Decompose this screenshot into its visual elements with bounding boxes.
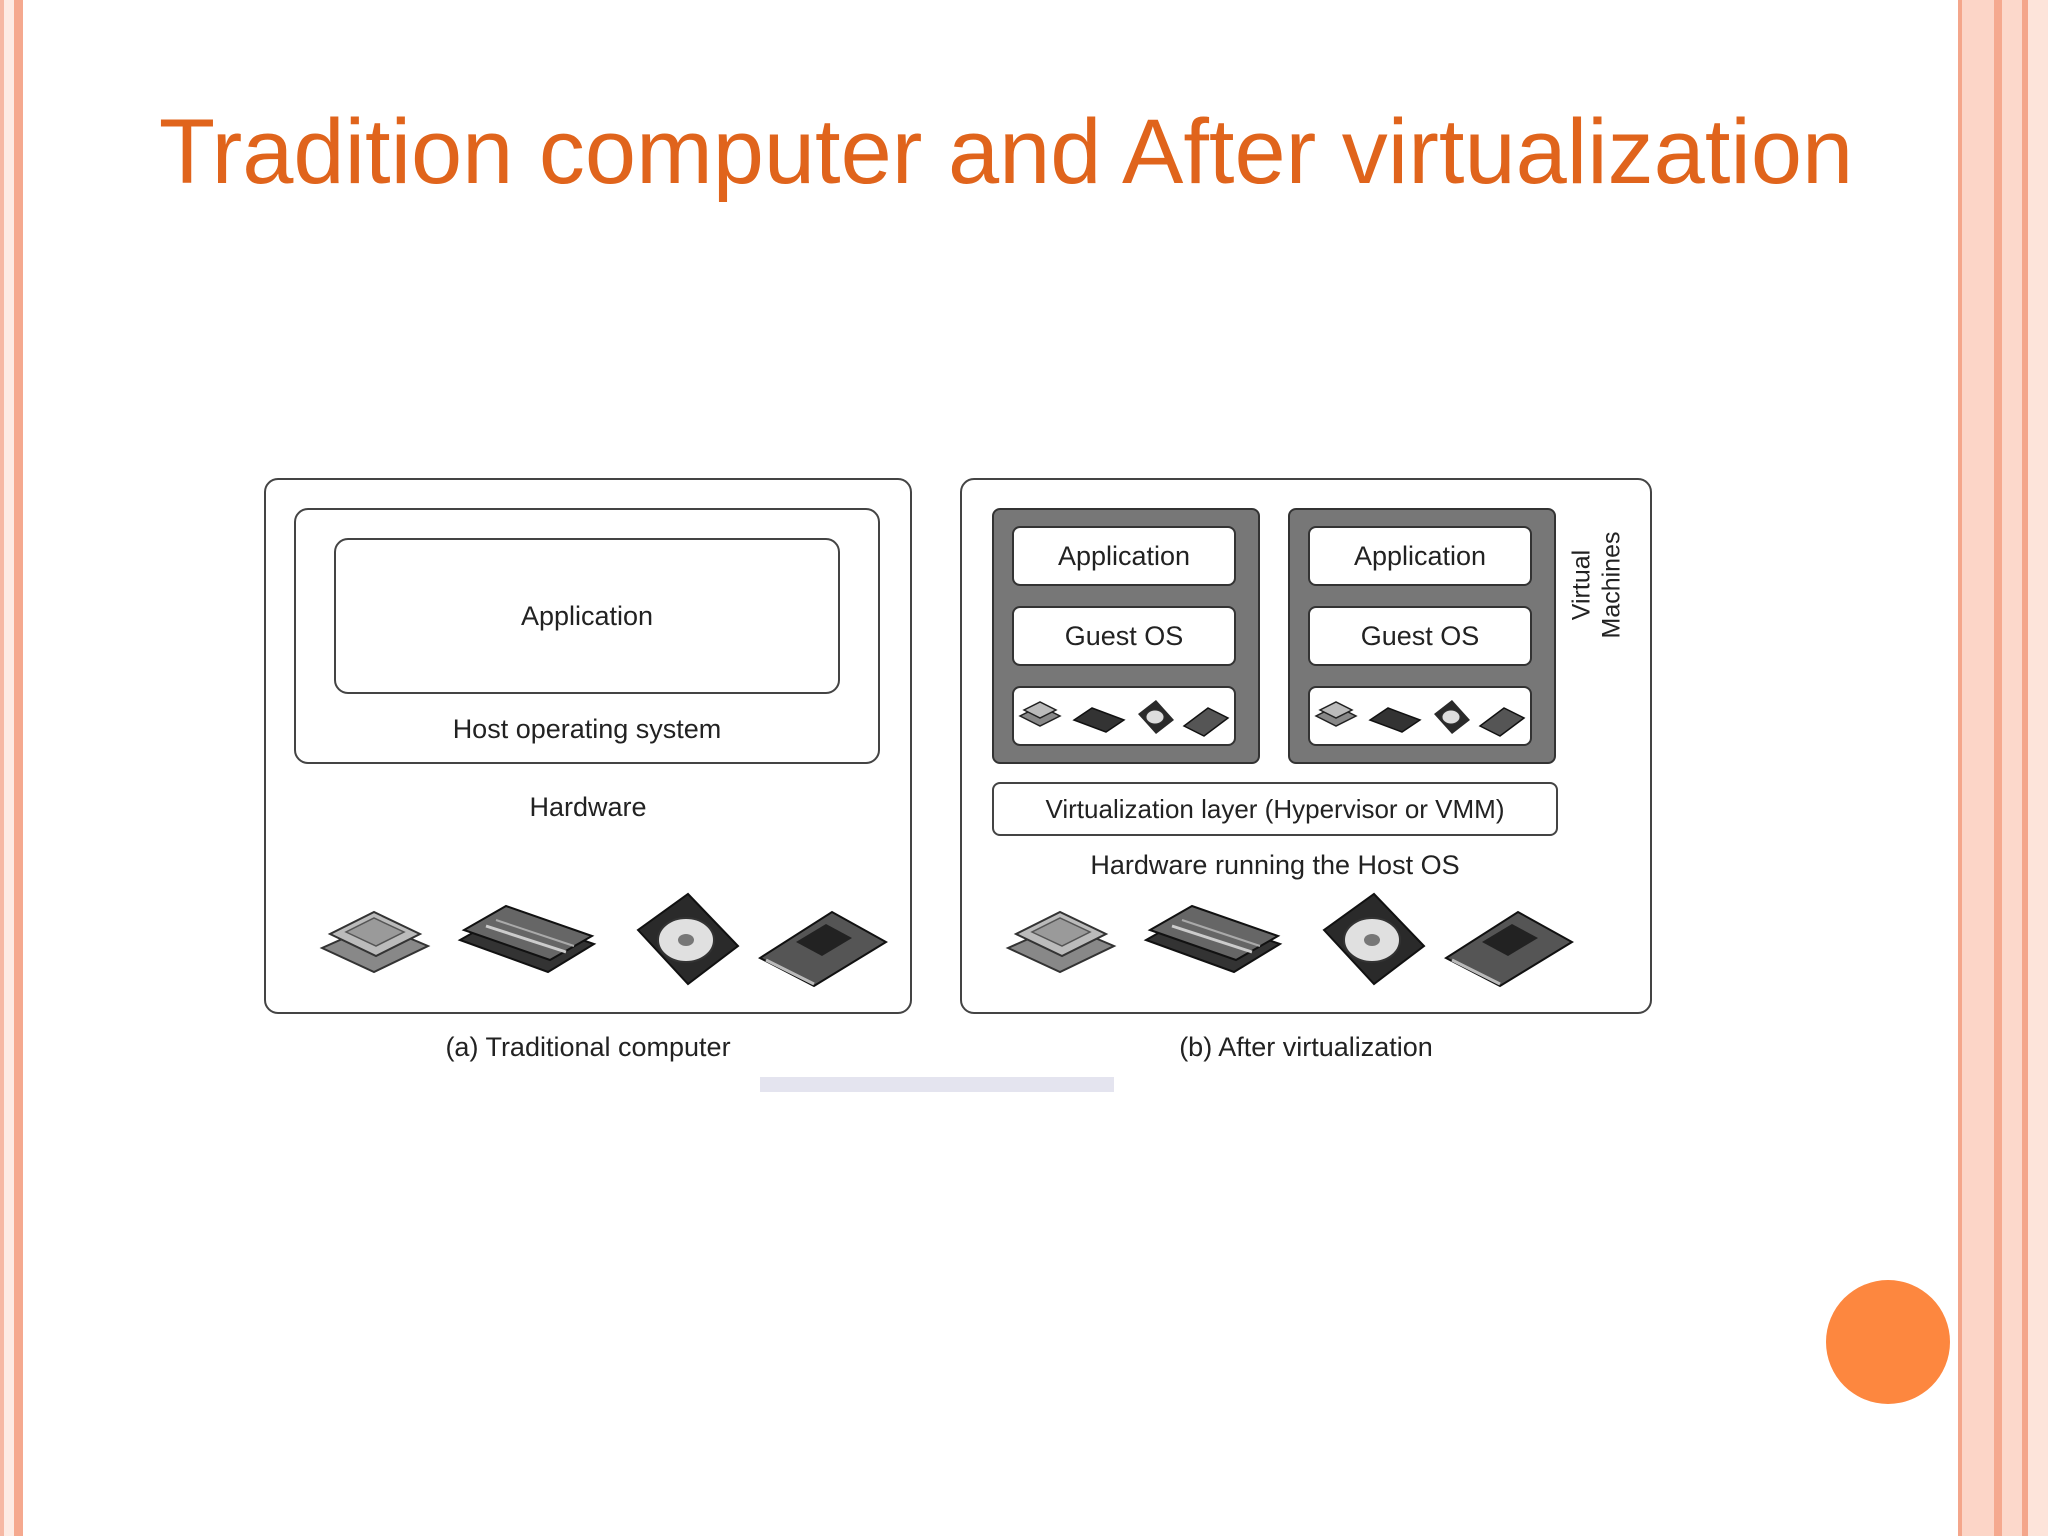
expansion-card-icon <box>1444 910 1574 988</box>
memory-icon <box>457 904 597 974</box>
hard-disk-icon <box>1322 892 1426 986</box>
left-border-gap <box>4 0 14 1536</box>
vm1-guest-os-box: Guest OS <box>1012 606 1236 666</box>
right-border-line <box>2022 0 2028 1536</box>
left-border-inner <box>14 0 23 1536</box>
left-border-outer <box>0 0 4 1536</box>
hard-disk-icon <box>636 892 740 986</box>
cpu-icon <box>319 910 431 974</box>
right-border-line <box>1994 0 2002 1536</box>
virtual-machine-1: Application Guest OS <box>992 508 1260 764</box>
vm1-virtual-hardware <box>1012 686 1236 746</box>
cpu-icon <box>1005 910 1117 974</box>
vm2-guest-os-box: Guest OS <box>1308 606 1532 666</box>
host-os-box: Application Host operating system <box>294 508 880 764</box>
memory-icon <box>1143 904 1283 974</box>
virtual-machine-2: Application Guest OS <box>1288 508 1556 764</box>
vm2-application-box: Application <box>1308 526 1532 586</box>
right-border-strip <box>2002 0 2022 1536</box>
virtualized-caption: (b) After virtualization <box>1179 1032 1433 1062</box>
application-label: Application <box>520 600 654 631</box>
application-box: Application <box>334 538 840 694</box>
right-border-strip <box>1962 0 1994 1536</box>
virtual-machines-label: Virtual Machines <box>1567 531 1625 639</box>
decorative-circle <box>1826 1280 1950 1404</box>
virtualization-figure: Application Host operating system Hardwa… <box>258 470 1658 1100</box>
virtualized-panel: Application Guest OS Application Guest O… <box>960 478 1652 1014</box>
virtualization-layer-box: Virtualization layer (Hypervisor or VMM) <box>992 782 1558 836</box>
hardware-label: Hardware <box>529 792 647 822</box>
vm1-application-box: Application <box>1012 526 1236 586</box>
image-scrollbar-strip <box>760 1077 1114 1092</box>
right-border-strip <box>2028 0 2048 1536</box>
virtual-hardware-icons <box>1314 700 1526 737</box>
traditional-panel: Application Host operating system Hardwa… <box>264 478 912 1014</box>
virtualization-layer-label: Virtualization layer (Hypervisor or VMM) <box>1045 793 1505 824</box>
virtual-hardware-icons <box>1018 700 1230 737</box>
expansion-card-icon <box>758 910 888 988</box>
host-os-label: Host operating system <box>452 714 722 744</box>
vm2-virtual-hardware <box>1308 686 1532 746</box>
host-hardware-label: Hardware running the Host OS <box>1090 850 1460 880</box>
traditional-caption: (a) Traditional computer <box>445 1032 731 1062</box>
right-border-line <box>1958 0 1962 1536</box>
slide-title: Tradition computer and After virtualizat… <box>158 101 1854 203</box>
